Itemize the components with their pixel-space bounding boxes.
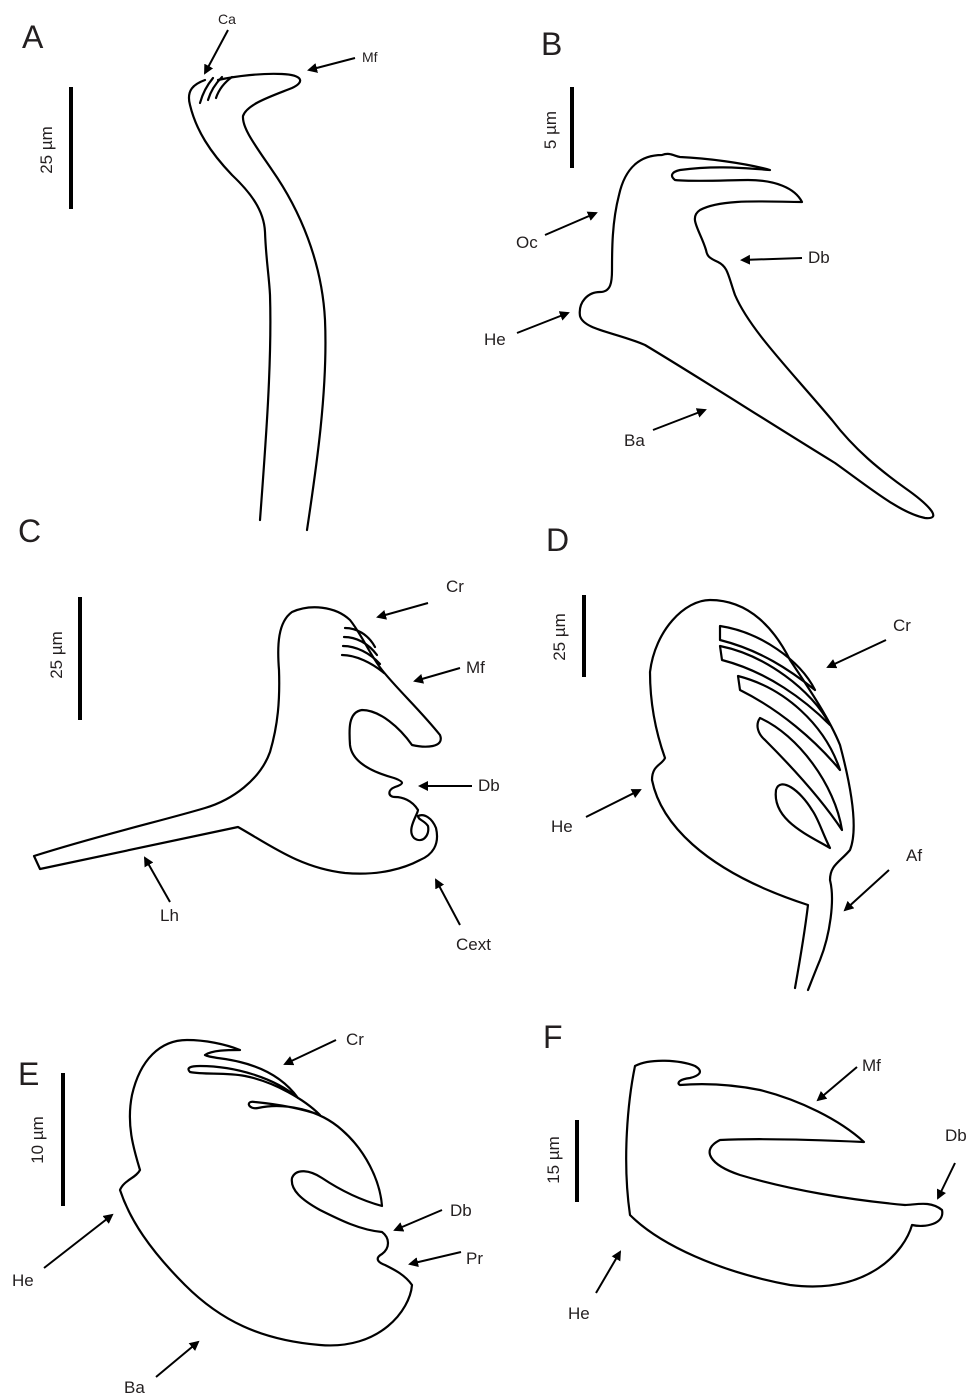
panel-e-arrow-pr — [410, 1252, 461, 1264]
panel-f-label-db: Db — [945, 1126, 967, 1145]
panel-f-label-mf: Mf — [862, 1056, 881, 1075]
panel-b-arrow-he — [517, 313, 568, 333]
panel-a-label-mf: Mf — [362, 49, 378, 65]
panel-d-label-af: Af — [906, 846, 922, 865]
panel-e-label-db: Db — [450, 1201, 472, 1220]
panel-a: A 25 µm Ca Mf — [22, 11, 378, 530]
panel-e-label-he: He — [12, 1271, 34, 1290]
panel-c-letter: C — [18, 513, 41, 549]
panel-a-arrow-mf — [309, 58, 355, 70]
panel-d-arrow-af — [845, 870, 889, 910]
panel-b-arrow-oc — [545, 213, 596, 235]
panel-e-arrow-db — [395, 1210, 442, 1230]
panel-e-specimen — [120, 1040, 412, 1345]
panel-b-arrow-ba — [653, 410, 705, 430]
panel-a-arrow-ca — [205, 30, 228, 73]
panel-b-arrow-db — [742, 258, 802, 260]
panel-f: F 15 µm Mf Db He — [543, 1019, 967, 1323]
panel-f-arrow-he — [596, 1252, 620, 1293]
panel-a-label-ca: Ca — [218, 11, 236, 27]
panel-d: D 25 µm Cr He Af — [546, 522, 922, 990]
panel-f-specimen — [626, 1061, 942, 1287]
panel-e-arrow-he — [44, 1215, 112, 1268]
panel-d-arrow-cr — [828, 640, 886, 667]
panel-d-arrow-he — [586, 790, 640, 817]
panel-d-scale-label: 25 µm — [550, 613, 569, 661]
panel-e-arrow-cr — [285, 1040, 336, 1064]
panel-d-specimen — [650, 600, 854, 990]
panel-b: B 5 µm Oc Db He Ba — [484, 26, 933, 518]
panel-c-label-cext: Cext — [456, 935, 491, 954]
panel-b-label-db: Db — [808, 248, 830, 267]
panel-f-arrow-db — [938, 1163, 955, 1198]
panel-f-label-he: He — [568, 1304, 590, 1323]
panel-c-arrow-lh — [145, 858, 170, 902]
panel-e-label-pr: Pr — [466, 1249, 483, 1268]
panel-f-arrow-mf — [818, 1067, 857, 1100]
panel-c-arrow-cr — [378, 603, 428, 617]
panel-e-letter: E — [18, 1056, 39, 1092]
panel-c-scale-label: 25 µm — [47, 631, 66, 679]
panel-c-label-db: Db — [478, 776, 500, 795]
panel-e-label-ba: Ba — [124, 1378, 145, 1397]
panel-f-letter: F — [543, 1019, 563, 1055]
panel-b-scale-label: 5 µm — [541, 111, 560, 149]
panel-a-scale-label: 25 µm — [37, 126, 56, 174]
panel-c-arrow-cext — [436, 880, 460, 925]
panel-c-arrow-mf — [415, 668, 460, 681]
panel-d-label-he: He — [551, 817, 573, 836]
panel-b-label-oc: Oc — [516, 233, 538, 252]
panel-b-label-ba: Ba — [624, 431, 645, 450]
panel-b-specimen — [580, 154, 934, 518]
panel-d-letter: D — [546, 522, 569, 558]
panel-c-specimen — [34, 607, 441, 873]
panel-b-letter: B — [541, 26, 562, 62]
panel-e-scale-label: 10 µm — [28, 1116, 47, 1164]
panel-c: C 25 µm Cr Mf Db Lh Cext — [18, 513, 500, 954]
panel-f-scale-label: 15 µm — [544, 1136, 563, 1184]
panel-c-label-cr: Cr — [446, 577, 464, 596]
panel-a-letter: A — [22, 19, 44, 55]
panel-d-label-cr: Cr — [893, 616, 911, 635]
panel-b-label-he: He — [484, 330, 506, 349]
panel-c-label-lh: Lh — [160, 906, 179, 925]
panel-a-specimen — [189, 74, 326, 530]
panel-e-arrow-ba — [156, 1342, 198, 1377]
panel-e-label-cr: Cr — [346, 1030, 364, 1049]
panel-e: E 10 µm Cr Db Pr He Ba — [12, 1030, 483, 1397]
panel-c-label-mf: Mf — [466, 658, 485, 677]
